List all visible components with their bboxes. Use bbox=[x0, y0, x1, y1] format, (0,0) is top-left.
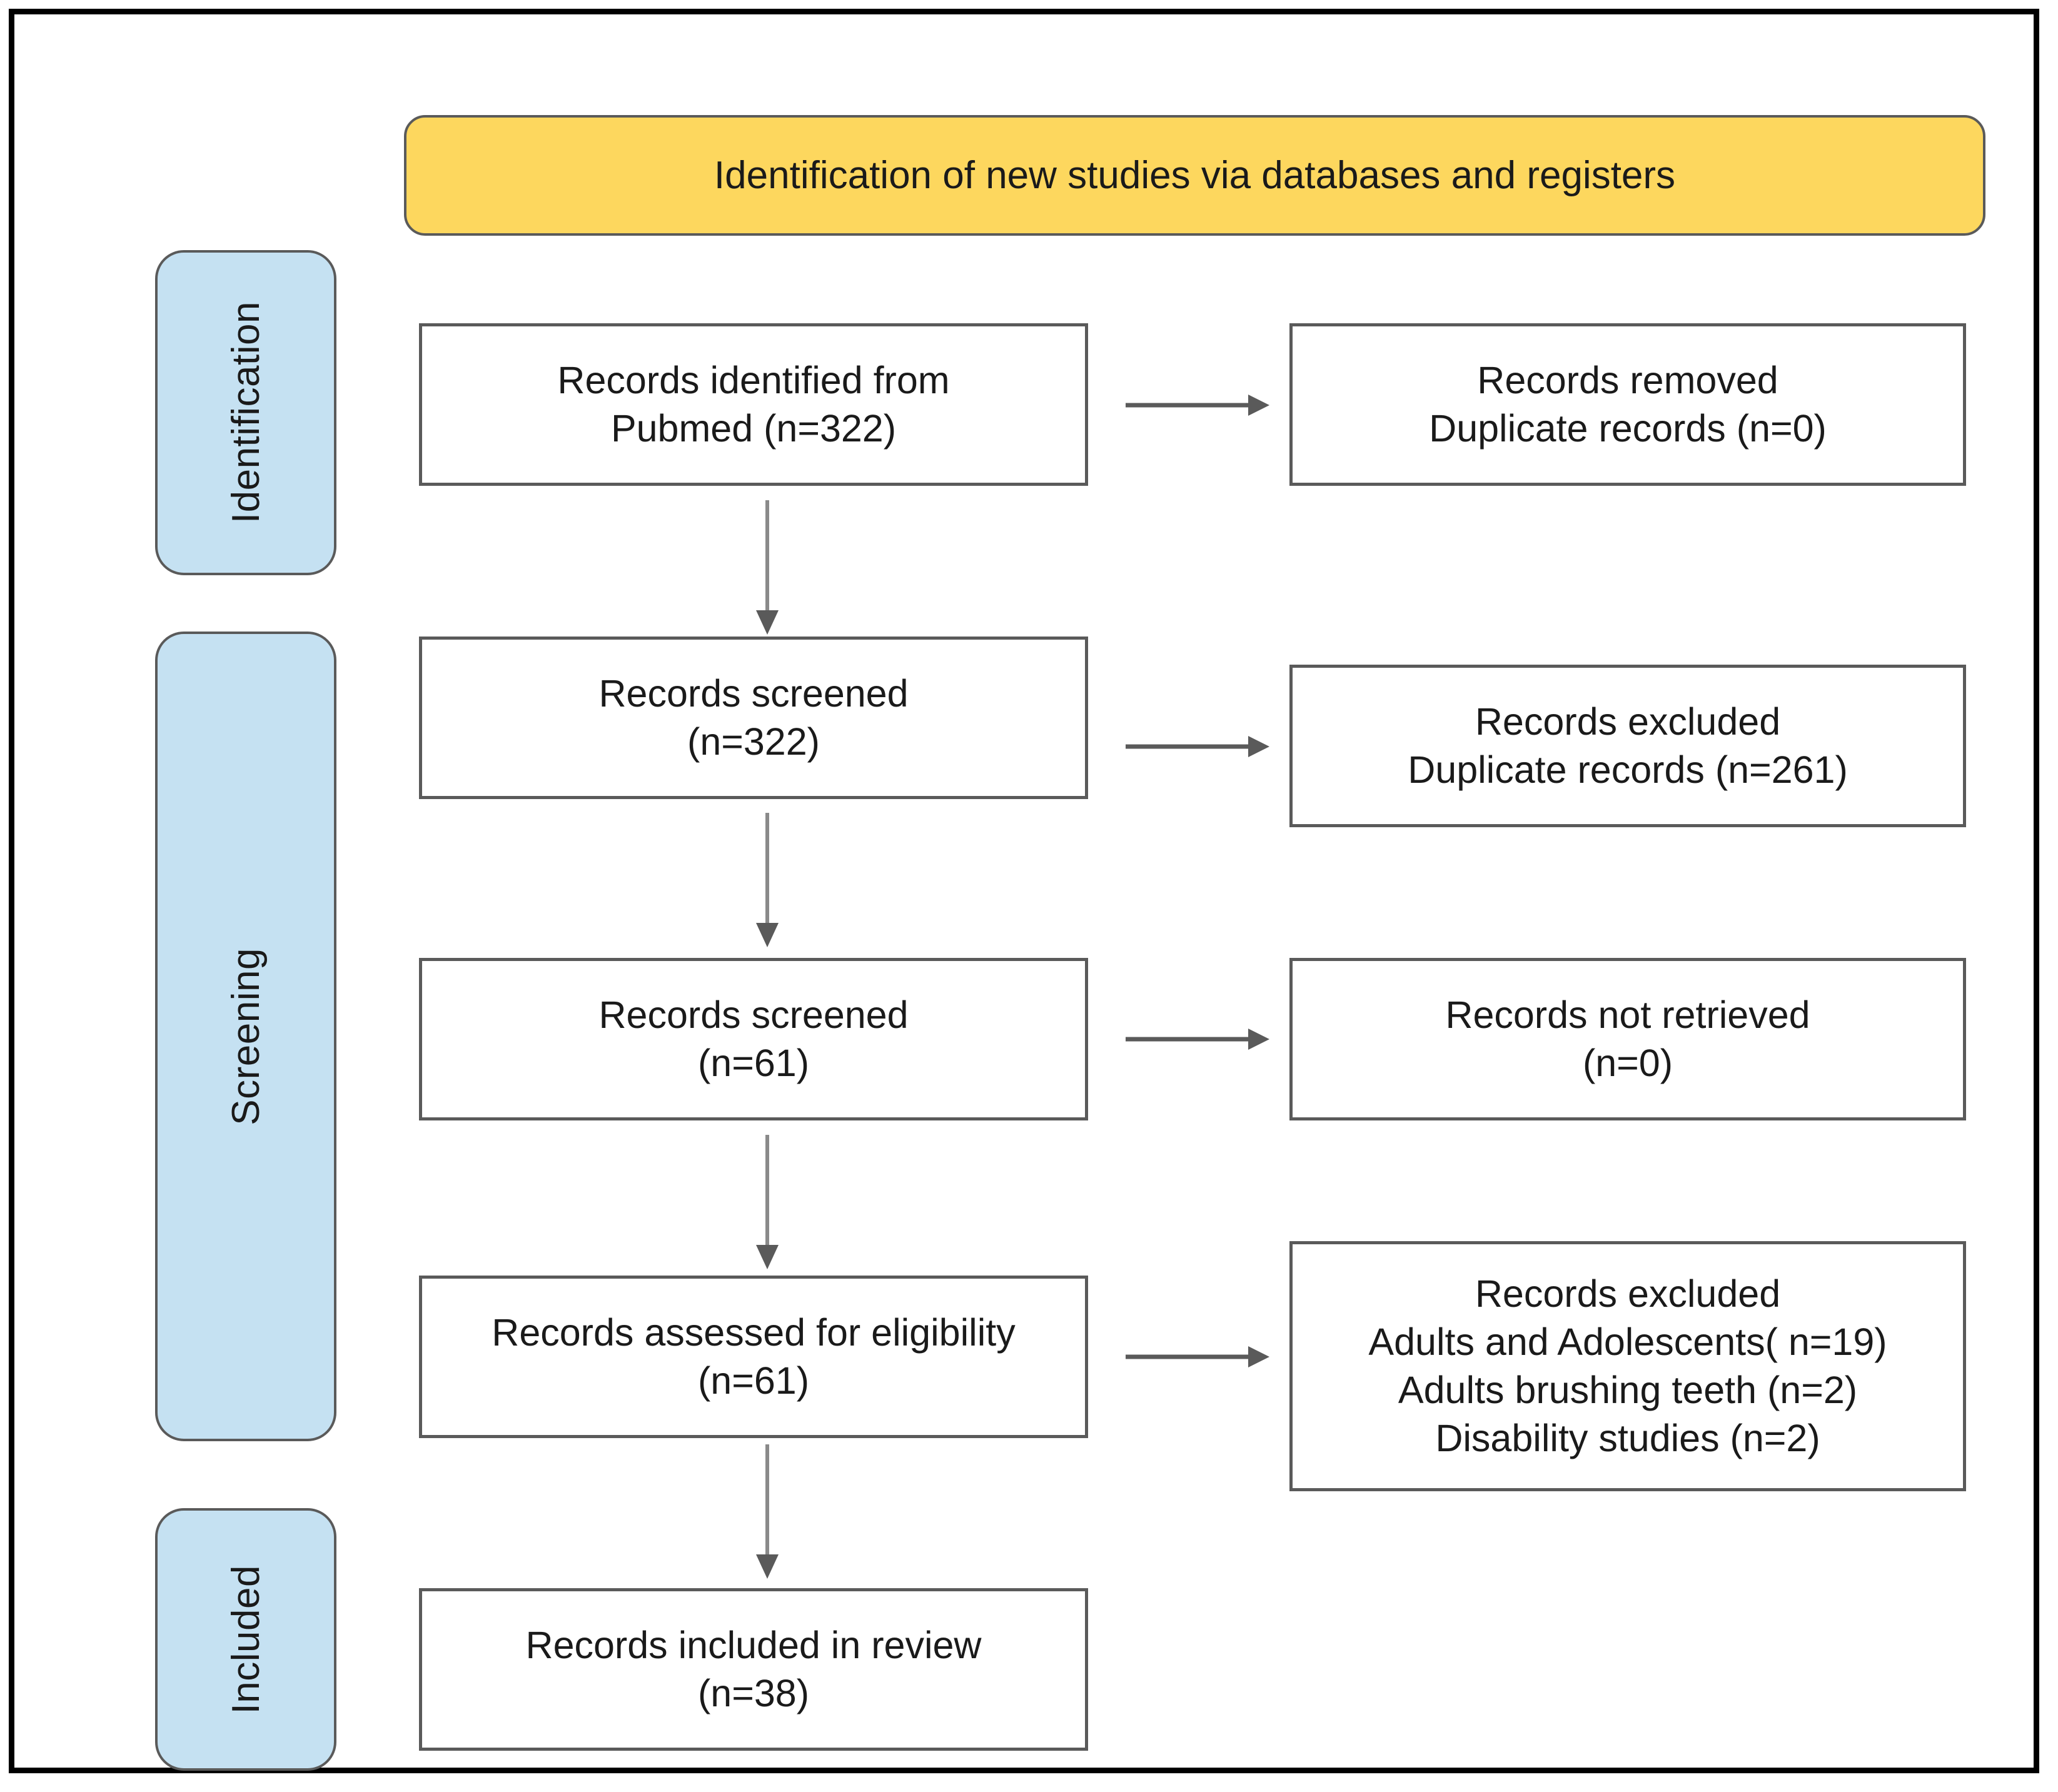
box-records-not-retrieved-line-2: (n=0) bbox=[1582, 1042, 1673, 1084]
diagram-frame bbox=[9, 9, 2039, 1773]
arrow-screened-1-to-screened-2 bbox=[749, 813, 786, 947]
box-records-excluded-1: Records excluded Duplicate records (n=26… bbox=[1289, 665, 1966, 827]
box-records-identified: Records identified from Pubmed (n=322) bbox=[419, 323, 1088, 486]
arrow-screened-2-to-eligibility bbox=[749, 1135, 786, 1269]
box-records-removed-line-1: Records removed bbox=[1477, 359, 1778, 402]
arrow-screened-1-to-excluded-1 bbox=[1126, 728, 1269, 765]
box-records-included-line-1: Records included in review bbox=[525, 1624, 982, 1667]
box-records-excluded-2-line-3: Adults brushing teeth (n=2) bbox=[1398, 1369, 1858, 1411]
box-records-assessed-eligibility-line-2: (n=61) bbox=[697, 1359, 810, 1402]
arrow-screened-2-to-not-retrieved bbox=[1126, 1020, 1269, 1058]
box-records-screened-1-line-1: Records screened bbox=[598, 672, 909, 715]
box-records-removed: Records removed Duplicate records (n=0) bbox=[1289, 323, 1966, 486]
box-records-screened-1-line-2: (n=322) bbox=[687, 720, 820, 763]
stage-label-screening: Screening bbox=[224, 947, 268, 1125]
arrow-eligibility-to-excluded-2 bbox=[1126, 1338, 1269, 1376]
box-records-assessed-eligibility-line-1: Records assessed for eligibility bbox=[492, 1311, 1016, 1354]
header-banner-title: Identification of new studies via databa… bbox=[714, 154, 1676, 197]
stage-pill-included: Included bbox=[155, 1508, 336, 1771]
arrow-identified-to-screened-1 bbox=[749, 500, 786, 635]
box-records-assessed-eligibility: Records assessed for eligibility (n=61) bbox=[419, 1276, 1088, 1438]
box-records-screened-2-line-2: (n=61) bbox=[697, 1042, 810, 1084]
stage-label-included: Included bbox=[224, 1564, 268, 1714]
box-records-identified-line-2: Pubmed (n=322) bbox=[610, 407, 897, 450]
box-records-not-retrieved-line-1: Records not retrieved bbox=[1445, 994, 1810, 1037]
stage-pill-identification: Identification bbox=[155, 250, 336, 575]
box-records-screened-1: Records screened (n=322) bbox=[419, 637, 1088, 799]
box-records-excluded-2: Records excluded Adults and Adolescents(… bbox=[1289, 1241, 1966, 1491]
box-records-screened-2: Records screened (n=61) bbox=[419, 958, 1088, 1120]
header-banner: Identification of new studies via databa… bbox=[404, 115, 1985, 236]
box-records-removed-line-2: Duplicate records (n=0) bbox=[1429, 407, 1827, 450]
box-records-identified-line-1: Records identified from bbox=[557, 359, 950, 402]
box-records-screened-2-line-1: Records screened bbox=[598, 994, 909, 1037]
box-records-included-line-2: (n=38) bbox=[697, 1672, 810, 1714]
box-records-excluded-2-line-2: Adults and Adolescents( n=19) bbox=[1368, 1321, 1887, 1364]
box-records-included: Records included in review (n=38) bbox=[419, 1588, 1088, 1751]
arrow-identified-to-removed bbox=[1126, 386, 1269, 424]
arrow-eligibility-to-included bbox=[749, 1444, 786, 1579]
box-records-excluded-2-line-1: Records excluded bbox=[1475, 1272, 1781, 1316]
box-records-not-retrieved: Records not retrieved (n=0) bbox=[1289, 958, 1966, 1120]
stage-pill-screening: Screening bbox=[155, 632, 336, 1441]
stage-label-identification: Identification bbox=[224, 301, 268, 524]
box-records-excluded-1-line-1: Records excluded bbox=[1475, 700, 1781, 743]
box-records-excluded-2-line-4: Disability studies (n=2) bbox=[1435, 1416, 1820, 1459]
box-records-excluded-1-line-2: Duplicate records (n=261) bbox=[1408, 748, 1848, 791]
